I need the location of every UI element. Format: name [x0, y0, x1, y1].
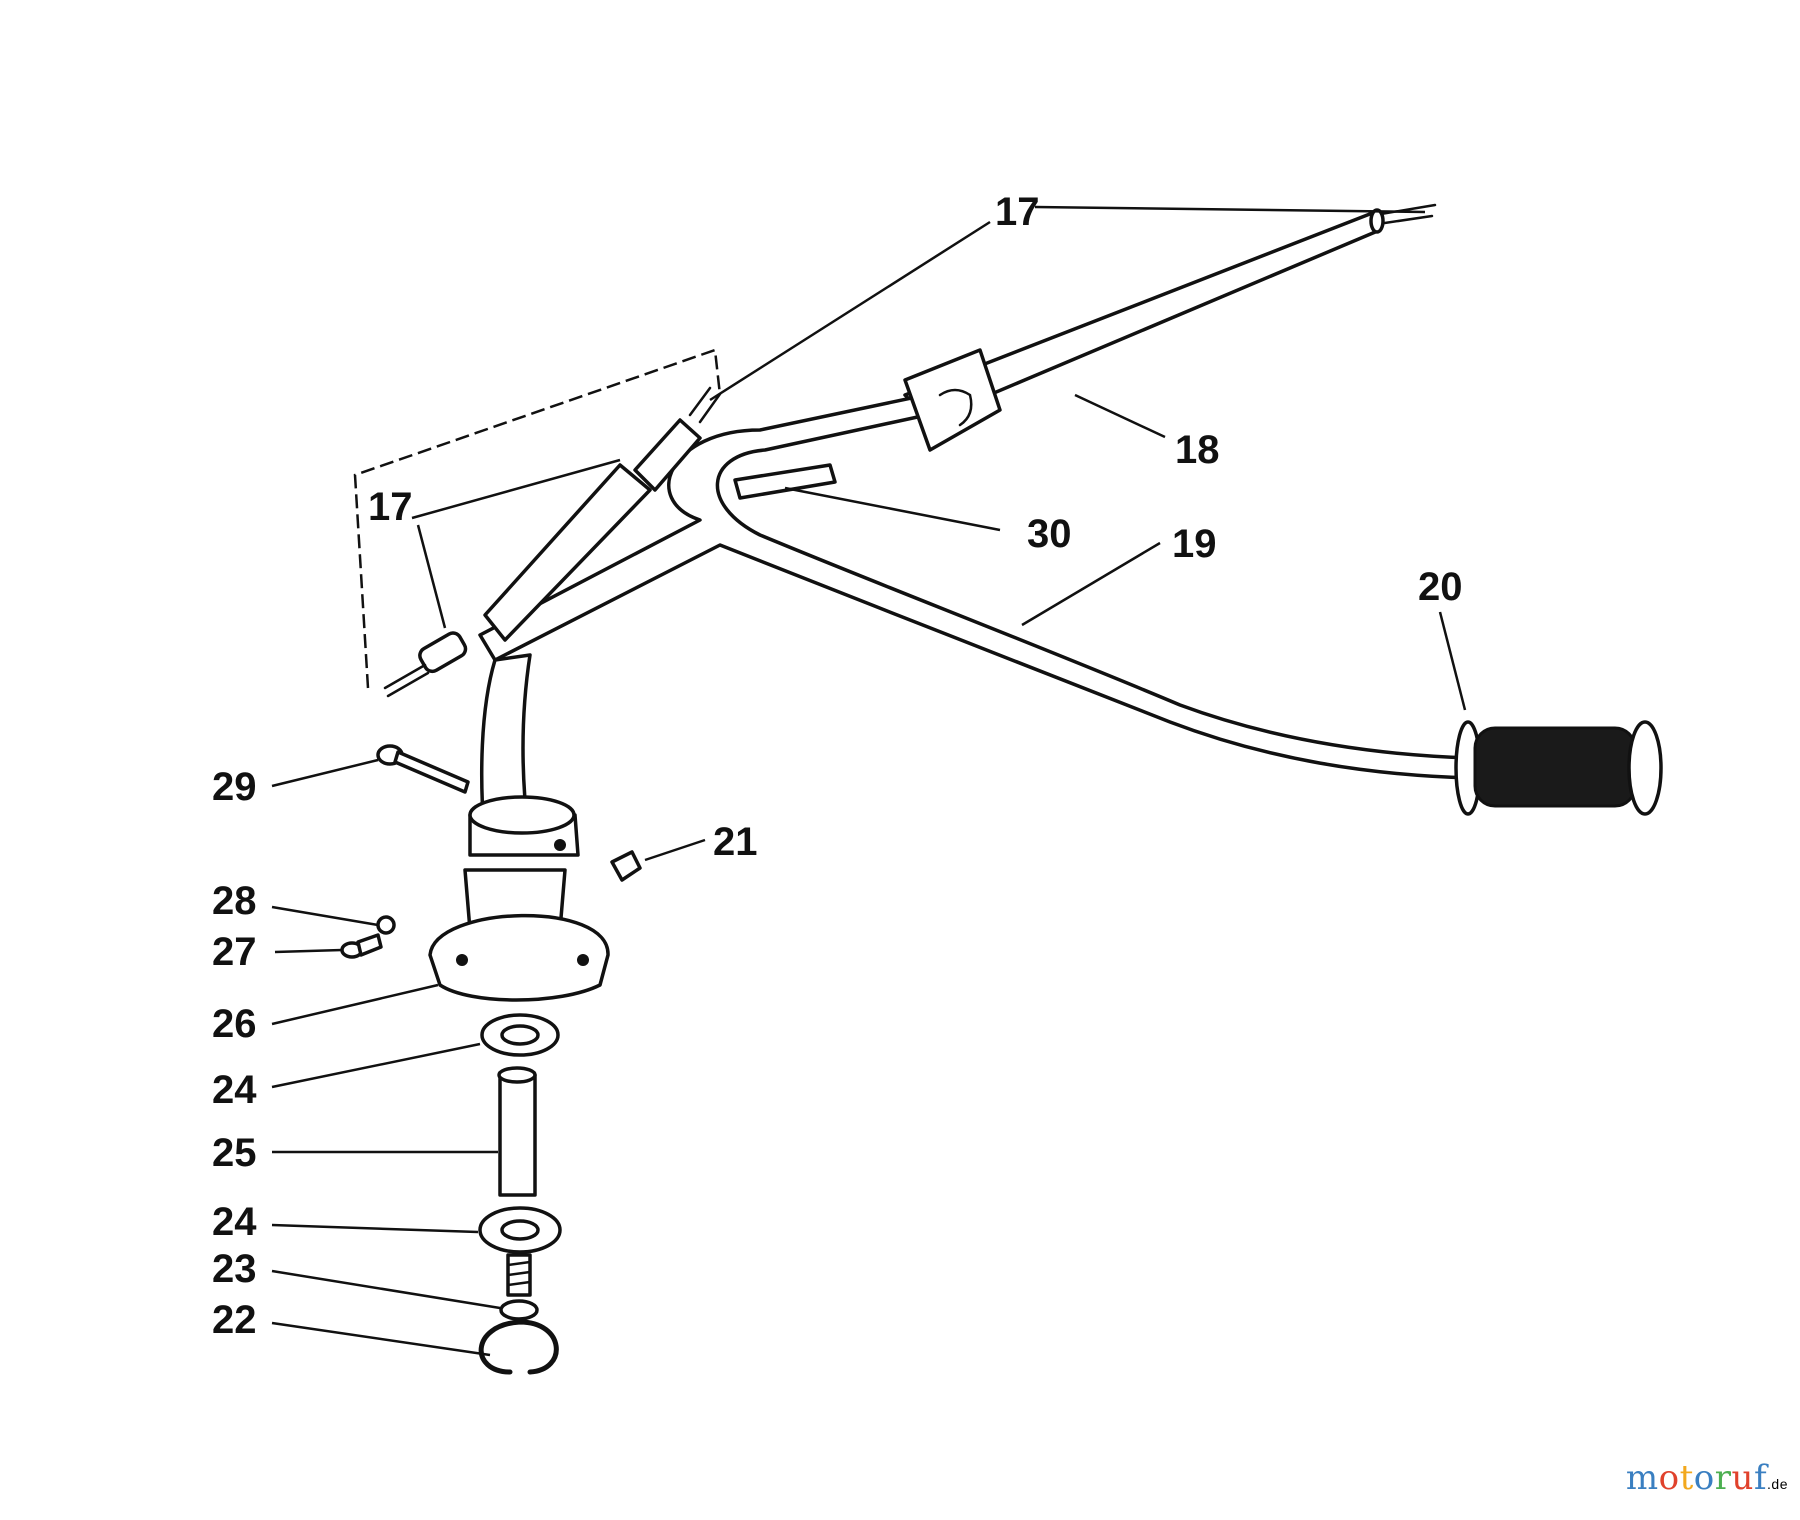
leader-21 — [644, 838, 706, 862]
watermark-letter-6: u — [1731, 1458, 1754, 1498]
leader-17-left-b — [416, 524, 447, 629]
washer — [376, 915, 396, 935]
leader-lines — [271, 205, 1467, 1357]
callout-18: 18 — [1175, 428, 1220, 472]
callout-22: 22 — [212, 1298, 257, 1342]
leader-20 — [1438, 611, 1467, 711]
lower-bent-tube — [478, 390, 1472, 780]
leader-29 — [271, 758, 379, 788]
callout-29: 29 — [212, 765, 257, 809]
watermark-suffix: .de — [1767, 1476, 1788, 1492]
watermark-letter-3: t — [1679, 1458, 1694, 1498]
callout-17-top: 17 — [995, 190, 1040, 234]
watermark-letter-4: o — [1693, 1458, 1715, 1498]
leader-30 — [784, 486, 1001, 532]
left-cable — [383, 386, 722, 698]
leader-19 — [1021, 541, 1161, 627]
screw — [340, 933, 383, 959]
callout-17-left: 17 — [368, 485, 413, 529]
leader-26 — [271, 983, 439, 1026]
mount-housing — [428, 795, 610, 1002]
circlip — [478, 1319, 559, 1375]
callout-24-lower: 24 — [212, 1200, 257, 1244]
leader-27 — [274, 948, 343, 954]
callout-21: 21 — [713, 820, 758, 864]
hand-grip — [1454, 720, 1663, 816]
threaded-stub — [506, 1253, 532, 1297]
tube-clamp — [903, 348, 1002, 452]
watermark-letter-5: r — [1714, 1458, 1732, 1498]
callout-20: 20 — [1418, 565, 1463, 609]
leader-24-lower — [271, 1223, 479, 1234]
nut — [610, 850, 642, 882]
watermark-letter-2: o — [1658, 1458, 1680, 1498]
lower-bearing — [478, 1206, 562, 1254]
leader-23 — [271, 1269, 501, 1310]
callout-28: 28 — [212, 879, 257, 923]
watermark-letter-7: f — [1753, 1458, 1768, 1498]
lock-washer — [499, 1299, 539, 1321]
leader-28 — [271, 905, 379, 927]
leader-22 — [271, 1321, 491, 1357]
callout-27: 27 — [212, 930, 257, 974]
watermark-letter-1: m — [1625, 1458, 1659, 1498]
motoruf-watermark: motoruf.de — [1626, 1458, 1788, 1498]
callout-26: 26 — [212, 1002, 257, 1046]
callout-23: 23 — [212, 1247, 257, 1291]
leader-24-upper — [271, 1042, 481, 1089]
callout-25: 25 — [212, 1131, 257, 1175]
leader-17-top-a — [1034, 205, 1426, 214]
inner-strut — [733, 463, 837, 500]
bolt — [376, 744, 470, 794]
leader-17-left-a — [411, 458, 621, 520]
leader-18 — [1074, 393, 1166, 439]
callout-19: 19 — [1172, 522, 1217, 566]
shaft — [497, 1066, 537, 1197]
callout-24-upper: 24 — [212, 1068, 257, 1112]
cable-detail-outline — [353, 348, 722, 689]
callout-30: 30 — [1027, 512, 1072, 556]
upper-bearing — [480, 1013, 560, 1057]
leader-17-top-b — [709, 220, 991, 402]
callout-labels: 17 17 18 19 20 21 22 23 24 25 24 26 27 2… — [212, 190, 1463, 1342]
